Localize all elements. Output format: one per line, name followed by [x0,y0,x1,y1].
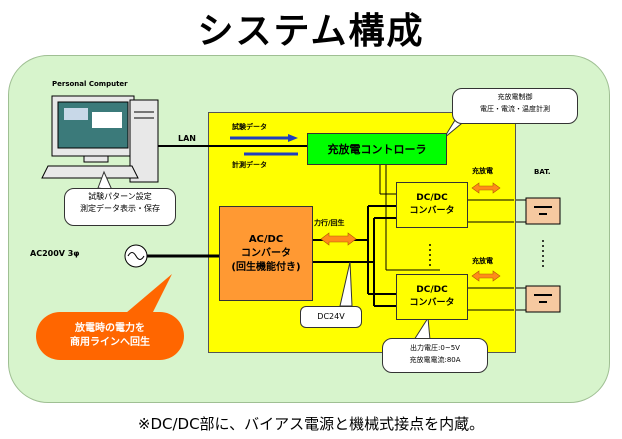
dcdc2-line2: コンバータ [409,298,455,308]
pc-label: Personal Computer [52,80,128,88]
acdc-line1: AC/DC [248,233,284,245]
power-flow-label: 力行/回生 [314,219,345,227]
regen-note-line2: 商用ラインへ回生 [70,337,150,348]
battery-icon [525,197,561,313]
dc-voltage-callout: DC24V [300,306,362,328]
dcdc2-line1: DC/DC [416,285,448,295]
output-note-line2: 充放電電流:80A [409,356,461,364]
computer-icon [41,95,159,183]
ac-input-label: AC200V 3φ [30,249,80,258]
acdc-converter: AC/DC コンバータ (回生機能付き) [219,206,313,301]
charge-label-2: 充放電 [472,257,493,265]
charge-controller: 充放電コントローラ [307,133,447,165]
result-data-label: 計測データ [232,161,267,169]
battery-label: BAT. [534,168,551,176]
controller-note-callout: 充放電制御 電圧・電流・温度計測 [452,88,578,124]
dcdc-converter-2: DC/DC コンバータ [396,274,468,320]
pc-note-line1: 試験パターン設定 [88,192,152,201]
test-data-label: 試験データ [232,123,267,131]
dcdc1-line2: コンバータ [409,206,455,216]
regen-callout: 放電時の電力を 商用ラインへ回生 [36,312,184,360]
pc-note-line2: 測定データ表示・保存 [80,204,160,213]
regen-note-line1: 放電時の電力を [75,323,145,334]
controller-note-line1: 充放電制御 [497,93,533,101]
footer-note: ※DC/DC部に、バイアス電源と機械式接点を内蔵。 [137,415,485,433]
output-note-callout: 出力電圧:0~5V 充放電電流:80A [382,338,488,373]
charge-label-1: 充放電 [472,167,493,175]
output-note-line1: 出力電圧:0~5V [410,344,460,352]
dcdc-converter-1: DC/DC コンバータ [396,182,468,228]
controller-note-line2: 電圧・電流・温度計測 [480,105,550,113]
acdc-line2: コンバータ [241,247,291,259]
dcdc1-line1: DC/DC [416,193,448,203]
acdc-line3: (回生機能付き) [231,261,301,273]
pc-note-callout: 試験パターン設定 測定データ表示・保存 [64,188,176,226]
lan-label: LAN [178,134,196,143]
page-title: システム構成 [197,11,425,52]
